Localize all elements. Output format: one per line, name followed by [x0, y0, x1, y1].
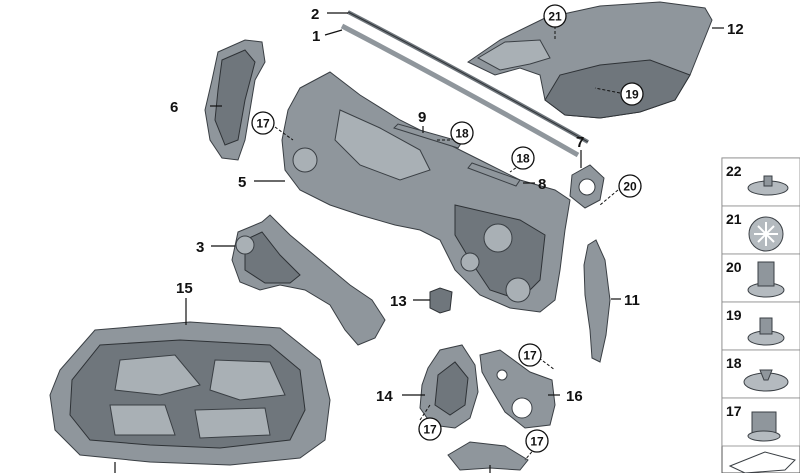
svg-text:20: 20 — [726, 259, 742, 275]
fastener-18: 18 — [721, 349, 800, 399]
part-1-2-seal-strips — [340, 10, 589, 158]
circled-17-right: 17 — [518, 343, 542, 367]
callout-8: 8 — [538, 176, 546, 193]
callout-5: 5 — [238, 174, 246, 191]
svg-text:18: 18 — [455, 127, 469, 141]
part-14-bracket-insulation — [419, 344, 479, 429]
fastener-panel: 22 21 20 19 18 — [721, 157, 800, 473]
part-12-tunnel-insulation — [467, 1, 713, 119]
svg-text:21: 21 — [726, 211, 742, 227]
fastener-21: 21 — [721, 205, 800, 255]
callout-2: 2 — [311, 6, 319, 23]
circled-17-bottom-left: 17 — [418, 417, 442, 441]
fastener-extra-shape — [728, 451, 796, 473]
part-13-clip-block — [429, 287, 453, 314]
circled-18-lower: 18 — [511, 146, 535, 170]
circled-17-left: 17 — [251, 111, 275, 135]
svg-text:18: 18 — [516, 152, 530, 166]
part-5-firewall-insulation — [281, 71, 571, 313]
fastener-20: 20 — [721, 253, 800, 303]
callout-6: 6 — [170, 99, 178, 116]
part-bottom-strip — [447, 441, 529, 471]
callout-1: 1 — [312, 28, 320, 45]
part-15-underbody-shield — [49, 321, 331, 466]
svg-text:19: 19 — [625, 88, 639, 102]
callout-13: 13 — [390, 293, 407, 310]
circled-17-bottom: 17 — [525, 429, 549, 453]
callout-14: 14 — [376, 388, 393, 405]
callout-3: 3 — [196, 239, 204, 256]
leader-lines — [114, 12, 724, 473]
circled-references: 17 18 18 20 19 21 17 17 — [251, 4, 644, 453]
part-11-side-strip — [583, 239, 611, 363]
part-16-plate-insulation — [479, 349, 556, 429]
svg-text:21: 21 — [548, 10, 562, 24]
callout-12: 12 — [727, 21, 744, 38]
svg-text:17: 17 — [726, 403, 742, 419]
fastener-22: 22 — [721, 157, 800, 207]
svg-text:19: 19 — [726, 307, 742, 323]
callout-11: 11 — [624, 292, 640, 309]
circled-18-top: 18 — [450, 121, 474, 145]
svg-text:17: 17 — [423, 423, 437, 437]
callout-15: 15 — [176, 280, 193, 297]
callout-9: 9 — [418, 109, 426, 126]
svg-text:22: 22 — [726, 163, 742, 179]
part-8-strip — [467, 162, 521, 187]
circled-20: 20 — [618, 174, 642, 198]
part-6-side-panel — [204, 39, 266, 161]
circled-21: 21 — [543, 4, 567, 28]
svg-text:20: 20 — [623, 180, 637, 194]
fastener-17: 17 — [721, 397, 800, 447]
svg-text:17: 17 — [256, 117, 270, 131]
svg-text:17: 17 — [523, 349, 537, 363]
svg-text:17: 17 — [530, 435, 544, 449]
svg-text:18: 18 — [726, 355, 742, 371]
callout-numbers: 2 1 6 5 3 9 7 8 12 11 13 15 14 16 — [170, 6, 744, 405]
callout-7: 7 — [576, 134, 584, 151]
part-3-wheelhouse-insulation — [231, 214, 386, 346]
part-7-grommet — [569, 164, 605, 209]
fastener-19: 19 — [721, 301, 800, 351]
callout-16: 16 — [566, 388, 583, 405]
circled-19: 19 — [620, 82, 644, 106]
